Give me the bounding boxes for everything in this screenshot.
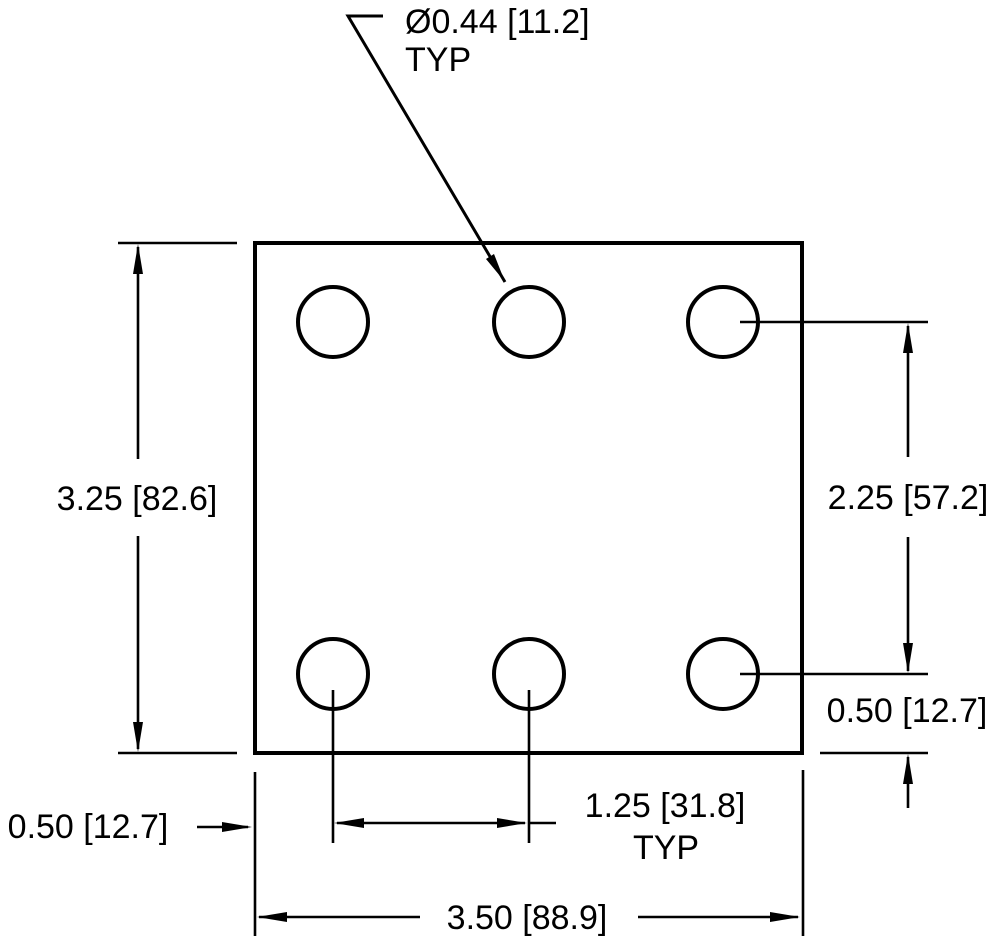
hole-pattern [296,285,760,711]
arrowhead-down-icon [133,722,143,752]
arrowhead-up-icon [903,323,913,353]
dimension-hole-column-spacing: 1.25 [31.8] TYP [331,690,746,867]
plate-width-label: 3.50 [88.9] [447,899,608,937]
arrowhead-down-icon [903,643,913,673]
hole-bottom-edge-offset-label: 0.50 [12.7] [827,692,988,730]
hole-diameter-label: Ø0.44 [11.2] [405,3,590,41]
dimension-plate-height: 3.25 [82.6] [57,241,237,755]
dimension-hole-row-spacing: 2.25 [57.2] [740,320,989,676]
hole-diameter-typ-label: TYP [405,41,471,79]
dimension-plate-width: 3.50 [88.9] [253,770,805,937]
arrowhead-left-icon [257,912,287,922]
dimension-hole-left-edge-offset: 0.50 [12.7] [8,808,252,846]
plate-height-label: 3.25 [82.6] [57,480,218,518]
plate-outline [253,241,804,755]
leader-line [345,14,507,283]
arrowhead-right-icon [497,818,527,828]
dimension-hole-bottom-edge-offset: 0.50 [12.7] [820,692,987,808]
leader-arrowhead-icon [486,254,505,282]
hole-row-spacing-label: 2.25 [57.2] [828,479,989,517]
arrowhead-up-icon [903,754,913,784]
hole-column-spacing-typ-label: TYP [633,829,699,867]
hole-column-spacing-label: 1.25 [31.8] [585,787,746,825]
arrowhead-right-icon [222,822,252,832]
hole-top-left [296,285,370,359]
hole-left-edge-offset-label: 0.50 [12.7] [8,808,169,846]
dimension-hole-diameter: Ø0.44 [11.2] TYP [345,3,590,283]
arrowhead-left-icon [334,818,364,828]
hole-top-middle [492,285,566,359]
arrowhead-right-icon [770,912,800,922]
arrowhead-up-icon [133,244,143,274]
